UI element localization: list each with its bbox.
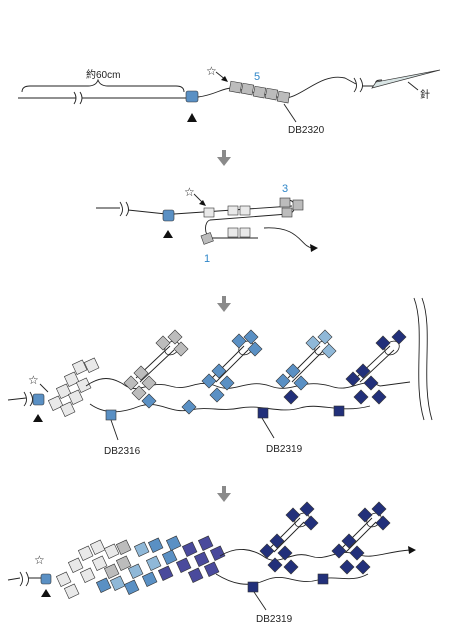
- blue-motif-1: [141, 329, 263, 415]
- stopper-bead-2: [162, 209, 175, 222]
- step3-panel: ☆: [7, 297, 433, 457]
- length-brace: [21, 78, 185, 93]
- star-icon-2: ☆: [184, 185, 195, 199]
- stopper-bead-3: [32, 393, 45, 406]
- leader-step4: [253, 591, 267, 611]
- count-5: 5: [254, 71, 260, 83]
- navy-motif: [333, 329, 407, 417]
- gradient-cluster: [55, 535, 226, 599]
- end-wave: [413, 297, 433, 421]
- break-mark-5: [19, 571, 29, 587]
- step2-beads: [200, 197, 304, 245]
- navy-bead-low-2: [317, 573, 329, 585]
- count-3: 3: [282, 183, 288, 195]
- light-cluster: [47, 357, 100, 417]
- break-mark: [73, 91, 83, 105]
- code-db2319-step3: DB2319: [266, 444, 303, 455]
- step3-main-thread: [85, 378, 411, 389]
- needle-label: 針: [420, 88, 430, 101]
- stopper-triangle-2: [163, 230, 173, 238]
- leader-left: [110, 419, 119, 441]
- break-mark-3: [119, 201, 129, 217]
- step4-low-thread: [215, 573, 369, 585]
- step4-panel: ☆: [7, 501, 416, 625]
- star-icon: ☆: [206, 64, 217, 78]
- code-db2316: DB2316: [104, 446, 141, 457]
- star-icon-3: ☆: [28, 373, 39, 387]
- code-db2320: DB2320: [288, 125, 325, 136]
- arrowhead: [310, 244, 318, 252]
- length-label: 約60cm: [86, 68, 120, 81]
- blue-bead-left: [105, 409, 117, 421]
- stopper-triangle: [187, 113, 197, 122]
- step-arrow-1: [217, 150, 231, 166]
- arrowhead: [408, 546, 416, 554]
- stopper-triangle-3: [33, 414, 43, 422]
- code-leader: [283, 103, 297, 123]
- stopper-triangle-4: [41, 589, 51, 597]
- count-1: 1: [204, 253, 210, 265]
- tail-thread-2: [96, 207, 167, 215]
- navy-bead-low: [247, 581, 259, 593]
- blue-motif-2: [257, 329, 337, 419]
- stopper-bead: [185, 90, 199, 103]
- code-db2319-step4: DB2319: [256, 614, 293, 625]
- star-arrow-3: [39, 383, 49, 393]
- needle-leader: [407, 81, 419, 91]
- tail-thread-4: [7, 577, 42, 581]
- needle-icon: [371, 69, 441, 89]
- arrowhead: [199, 200, 206, 206]
- step1-panel: 約60cm ☆ 5 DB2320 針: [18, 64, 441, 136]
- gray-beads-5: [228, 80, 291, 104]
- arrowhead: [221, 76, 228, 82]
- break-mark-2: [353, 77, 363, 93]
- step-arrow-2: [217, 296, 231, 312]
- break-mark-4: [23, 391, 33, 407]
- gray-motif: [123, 329, 189, 401]
- step2-panel: ☆ 3 1: [96, 183, 318, 265]
- navy-motif-step4-1: [259, 501, 319, 575]
- step4-main-thread: [219, 549, 411, 561]
- leader-right: [261, 417, 275, 439]
- star-icon-4: ☆: [34, 553, 45, 567]
- stopper-bead-4: [40, 573, 52, 585]
- step3-low-thread: [89, 403, 371, 413]
- step-arrow-3: [217, 486, 231, 502]
- navy-motif-step4-2: [331, 501, 391, 575]
